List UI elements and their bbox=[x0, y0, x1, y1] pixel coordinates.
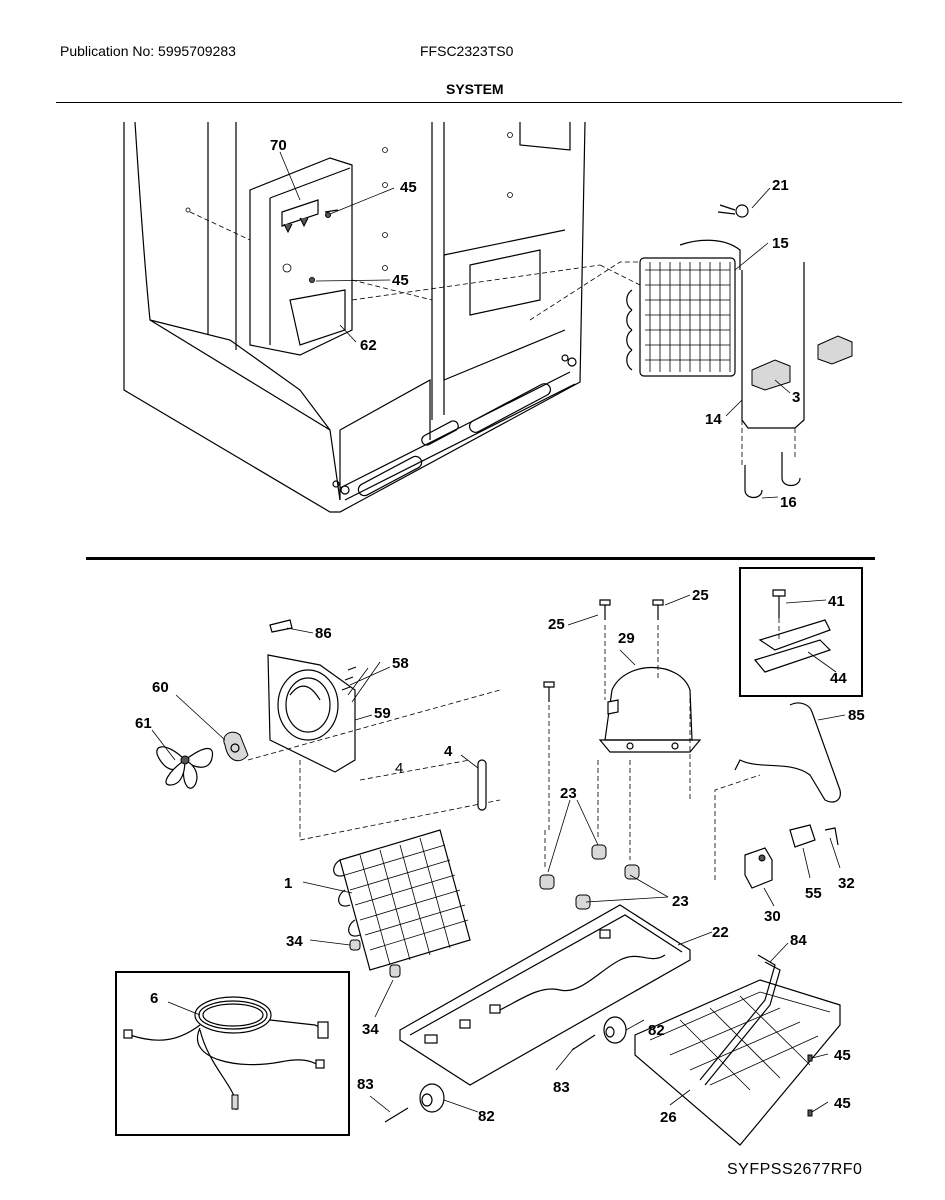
relay-assembly bbox=[714, 774, 839, 889]
bracket-inset bbox=[739, 567, 863, 697]
callout-32: 32 bbox=[838, 875, 855, 892]
callout-4: 4 bbox=[395, 760, 403, 777]
header-rule bbox=[56, 102, 902, 103]
compressor-assembly bbox=[539, 599, 702, 910]
callout-30: 30 bbox=[764, 908, 781, 925]
callout-59: 59 bbox=[374, 705, 391, 722]
section-title: SYSTEM bbox=[446, 81, 504, 97]
callout-82: 82 bbox=[648, 1022, 665, 1039]
callout-70: 70 bbox=[270, 137, 287, 154]
feet-and-screws bbox=[384, 1016, 627, 1123]
model-number: FFSC2323TS0 bbox=[420, 43, 514, 59]
tube-85 bbox=[734, 702, 841, 803]
callout-86: 86 bbox=[315, 625, 332, 642]
callout-23: 23 bbox=[672, 893, 689, 910]
callout-6: 6 bbox=[150, 990, 158, 1007]
callout-62: 62 bbox=[360, 337, 377, 354]
callout-labels: 70 45 45 62 21 15 3 14 16 86 58 59 60 61… bbox=[135, 137, 865, 1126]
condenser-coil bbox=[529, 204, 749, 377]
callout-34: 34 bbox=[286, 933, 303, 950]
callout-45: 45 bbox=[400, 179, 417, 196]
ice-bin-assembly bbox=[189, 157, 601, 356]
callout-45: 45 bbox=[834, 1095, 851, 1112]
callout-61: 61 bbox=[135, 715, 152, 732]
callout-34: 34 bbox=[362, 1021, 379, 1038]
publication-number: Publication No: 5995709283 bbox=[60, 43, 236, 59]
callout-4: 4 bbox=[444, 743, 453, 760]
callout-16: 16 bbox=[780, 494, 797, 511]
callout-3: 3 bbox=[792, 389, 800, 406]
callout-15: 15 bbox=[772, 235, 789, 252]
drain-pan bbox=[634, 954, 841, 1146]
callout-14: 14 bbox=[705, 411, 722, 428]
callout-45: 45 bbox=[834, 1047, 851, 1064]
callout-23: 23 bbox=[560, 785, 577, 802]
callout-29: 29 bbox=[618, 630, 635, 647]
callout-45: 45 bbox=[392, 272, 409, 289]
section-divider bbox=[86, 557, 875, 560]
callout-25: 25 bbox=[548, 616, 565, 633]
coil-1 bbox=[333, 829, 471, 978]
drain-wire-assembly bbox=[741, 262, 853, 499]
callout-82: 82 bbox=[478, 1108, 495, 1125]
callout-41: 41 bbox=[828, 593, 845, 610]
callout-85: 85 bbox=[848, 707, 865, 724]
callout-84: 84 bbox=[790, 932, 807, 949]
base-pan bbox=[399, 904, 691, 1086]
callout-60: 60 bbox=[152, 679, 169, 696]
callout-22: 22 bbox=[712, 924, 729, 941]
callout-83: 83 bbox=[357, 1076, 374, 1093]
callout-25: 25 bbox=[692, 587, 709, 604]
callout-58: 58 bbox=[392, 655, 409, 672]
diagram-code: SYFPSS2677RF0 bbox=[727, 1161, 863, 1178]
callout-55: 55 bbox=[805, 885, 822, 902]
fan-assembly bbox=[156, 619, 501, 841]
leader-lines bbox=[151, 151, 846, 1113]
callout-21: 21 bbox=[772, 177, 789, 194]
callout-26: 26 bbox=[660, 1109, 677, 1126]
harness-inset bbox=[115, 971, 350, 1136]
callout-83: 83 bbox=[553, 1079, 570, 1096]
drier bbox=[359, 759, 487, 811]
cabinet-drawing bbox=[123, 121, 586, 513]
callout-1: 1 bbox=[284, 875, 292, 892]
callout-44: 44 bbox=[830, 670, 847, 687]
